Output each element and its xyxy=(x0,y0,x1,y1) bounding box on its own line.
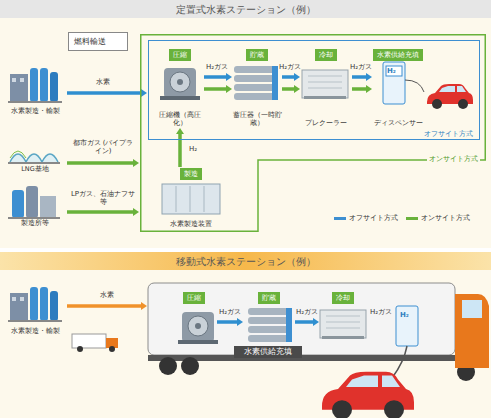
section-panel: 定置式水素ステーション（例）燃料輸送水素製造・輸製LNG基地製造所等オンサイト方… xyxy=(0,0,491,248)
flow-arrow xyxy=(217,318,243,326)
edge-label: 水素 xyxy=(84,291,130,299)
legend-text: オンサイト方式 xyxy=(421,213,470,223)
flow-arrow xyxy=(67,302,147,310)
node-label: オンサイト方式 xyxy=(427,154,480,164)
process-stage: 圧縮圧縮機（高圧化） xyxy=(157,49,203,127)
node-label: 貯蔵 xyxy=(246,49,268,61)
truck xyxy=(72,283,489,418)
flow-arrow xyxy=(295,318,319,326)
node-label: 冷却 xyxy=(332,292,354,304)
edge-label: H₂ガス xyxy=(200,63,234,71)
flow-arrow xyxy=(67,159,139,167)
flow-arrow xyxy=(282,73,300,93)
source-plant xyxy=(8,68,62,322)
node-caption: 圧縮機（高圧化） xyxy=(154,112,206,127)
node-label: 移動式水素ステーション（例） xyxy=(0,255,491,269)
section-panel: 移動式水素ステーション（例） 水素製造・輸製水素供給充填 圧縮 貯蔵 冷却 xyxy=(0,252,491,418)
node-caption: 蓄圧器（一時貯蔵） xyxy=(230,112,284,127)
edge-label: H₂ xyxy=(186,145,200,153)
edge-label: H₂ガス xyxy=(276,63,304,71)
node-caption: 水素製造装置 xyxy=(145,221,237,228)
offsite-region: オフサイト方式圧縮圧縮機（高圧化）貯蔵蓄圧器（一時貯蔵）冷却プレクーラー水素供給… xyxy=(148,40,480,140)
legend-swatch xyxy=(334,217,346,220)
free-label: H₂ xyxy=(387,67,401,75)
node-label: 冷却 xyxy=(315,49,337,61)
node-caption: プレクーラー xyxy=(298,120,354,127)
flow-arrow xyxy=(67,208,139,216)
source-icon: 製造所等 xyxy=(4,184,66,228)
free-label: H₂ガス xyxy=(366,308,396,316)
process-stage: 貯蔵 xyxy=(244,292,294,342)
node-label: 水素製造・輸製 xyxy=(0,327,70,336)
edge-label: H₂ガス xyxy=(214,308,246,316)
flow-arrow xyxy=(67,89,147,97)
refinery xyxy=(8,186,60,219)
legend-item: オンサイト方式 xyxy=(406,213,470,223)
flow-arrow xyxy=(176,128,184,167)
edge-label: LPガス、石油ナフサ等 xyxy=(70,190,136,206)
node-label: 水素供給充填 xyxy=(373,49,423,61)
node-label: 圧縮 xyxy=(183,292,205,304)
process-stage: 貯蔵蓄圧器（一時貯蔵） xyxy=(233,49,281,127)
node-label: LNG基地 xyxy=(0,165,70,174)
edge-label: 水素 xyxy=(80,78,126,86)
node-label: 水素供給充填 xyxy=(234,346,302,358)
process-stage: 冷却プレクーラー xyxy=(301,49,351,127)
source-icon: LNG基地 xyxy=(4,140,66,174)
node-label: 製造所等 xyxy=(0,219,70,228)
process-stage: 水素供給充填ディスペンサー xyxy=(373,49,423,127)
edge-label: 都市ガス (パイプライン) xyxy=(70,139,136,155)
process-stage: 製造水素製造装置 xyxy=(148,168,234,228)
node-caption: ディスペンサー xyxy=(370,120,426,127)
source-icon: 水素製造・輸製 xyxy=(4,62,66,116)
legend-item: オフサイト方式 xyxy=(334,213,398,223)
node-label: 貯蔵 xyxy=(258,292,280,304)
node-label: 水素製造・輸製 xyxy=(0,107,70,116)
node-label: 圧縮 xyxy=(169,49,191,61)
lng-base xyxy=(8,151,60,164)
node-label: 燃料輸送 xyxy=(69,33,127,50)
flow-arrow xyxy=(204,73,232,93)
flow-arrow xyxy=(352,73,372,93)
process-stage: 冷却 xyxy=(320,292,366,342)
source-icon: 水素製造・輸製 xyxy=(4,280,66,336)
label-box: 燃料輸送 xyxy=(68,32,128,51)
onsite-region: オンサイト方式オフサイト方式圧縮圧縮機（高圧化）貯蔵蓄圧器（一時貯蔵）冷却プレク… xyxy=(140,34,486,232)
node-label: 定置式水素ステーション（例） xyxy=(0,3,491,17)
free-label: H₂ xyxy=(400,311,414,319)
process-stage: 圧縮 xyxy=(172,292,216,342)
truck-body: 水素供給充填 圧縮 貯蔵 冷却 xyxy=(148,283,455,361)
node-label: オフサイト方式 xyxy=(422,129,475,139)
legend-text: オフサイト方式 xyxy=(349,213,398,223)
edge-label: H₂ガス xyxy=(292,308,322,316)
edge-label: H₂ガス xyxy=(347,63,375,71)
legend-swatch xyxy=(406,217,418,220)
node-label: 製造 xyxy=(180,168,202,180)
legend: オフサイト方式 オンサイト方式 xyxy=(334,213,470,223)
